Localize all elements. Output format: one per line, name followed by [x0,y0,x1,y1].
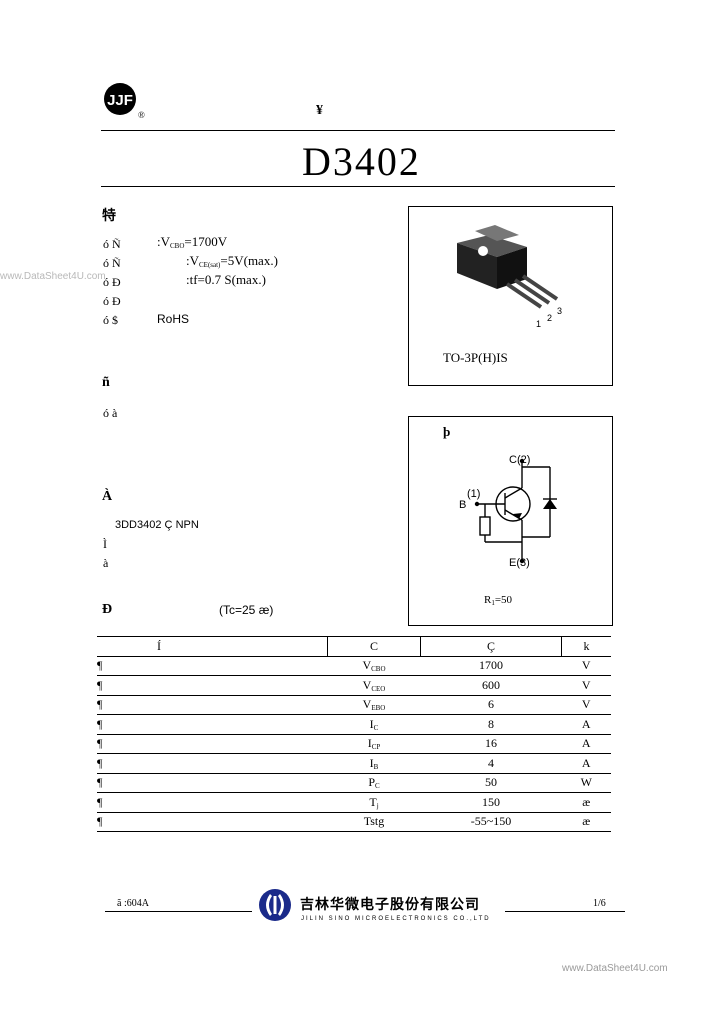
ratings-heading: Ð [102,602,113,617]
unit-cell: A [561,714,611,735]
symbol-cell: PC [327,772,421,793]
value-cell: 8 [420,714,562,735]
watermark-bottom: www.DataSheet4U.com [562,963,668,974]
footer-rule-left [105,911,252,912]
description-heading: À [102,489,113,504]
column-header: Í [97,636,328,657]
footer-rule-right [505,911,625,912]
pin-label-3: 3 [557,306,563,316]
pin-label-2: 2 [547,313,553,323]
param-cell: ¶ [97,655,328,676]
value-cell: 4 [420,753,562,774]
unit-cell: æ [561,811,611,832]
feature-value: RoHS [157,312,190,326]
feature-item: ó $ [103,313,118,327]
symbol-cell: IC [327,714,421,735]
feature-value: :tf=0.7 S(max.) [186,272,266,287]
column-header: k [561,636,611,657]
pin-label-1: 1 [536,319,542,329]
param-cell: ¶ [97,694,328,715]
title-rule [101,186,615,187]
company-name-en: JILIN SINO MICROELECTRONICS CO.,LTD [301,916,491,922]
unit-cell: V [561,675,611,696]
description-line: à [103,556,109,570]
value-cell: 6 [420,694,562,715]
value-cell: 150 [420,792,562,813]
schematic-note: R1=50 [484,594,513,607]
unit-cell: V [561,655,611,676]
symbol-cell: Tstg [327,811,421,832]
table-row: ¶ IB 4 A [97,753,611,774]
ratings-table: Í C Ç k ¶ VCBO 1700 V ¶ VCEO 600 V ¶ VEB… [97,636,611,832]
table-row: ¶ Tj 150 æ [97,792,611,813]
param-cell: ¶ [97,753,328,774]
company-logo-footer [258,888,292,922]
feature-item: ó Ñ [103,237,121,251]
applications-heading: ñ [102,375,110,390]
table-row: ¶ VCEO 600 V [97,675,611,696]
base-label: B [459,499,467,511]
schematic-heading: þ [443,424,451,439]
unit-cell: A [561,753,611,774]
symbol-cell: VCEO [327,675,421,696]
package-image [457,225,559,309]
value-cell: -55~150 [420,811,562,832]
param-cell: ¶ [97,792,328,813]
company-logo: JJF [103,82,141,118]
symbol-cell: VCBO [327,655,421,676]
application-item: ó à [103,406,118,420]
base-pin-label: (1) [467,488,481,500]
table-row: ¶ Tstg -55~150 æ [97,811,611,832]
symbol-cell: VEBO [327,694,421,715]
feature-value: :VCBO=1700V [157,234,228,251]
table-row: ¶ IC 8 A [97,714,611,735]
page-number: 1/6 [593,898,606,909]
watermark-left: www.DataSheet4U.com [0,271,106,282]
value-cell: 600 [420,675,562,696]
table-row: ¶ ICP 16 A [97,733,611,754]
description-line: 3DD3402 Ç NPN [115,519,199,531]
value-cell: 50 [420,772,562,793]
part-number: D3402 [302,139,421,184]
param-cell: ¶ [97,811,328,832]
ratings-condition: (Tc=25 æ) [219,603,274,617]
feature-item: ó Ð [103,275,121,289]
collector-label: C(2) [509,454,531,466]
unit-cell: V [561,694,611,715]
table-row: ¶ VCBO 1700 V [97,655,611,676]
schematic-box: þ C(2) (1) B E(3) R1=50 [408,416,613,626]
registered-mark: ® [138,110,145,120]
column-header: C [327,636,421,657]
document-number: ã :604A [117,898,149,909]
package-name: TO-3P(H)IS [443,350,508,365]
feature-item: ó Ñ [103,256,121,270]
description-line: Ì [103,537,107,551]
unit-cell: W [561,772,611,793]
param-cell: ¶ [97,733,328,754]
company-name-cn: 吉林华微电子股份有限公司 [300,896,480,912]
param-cell: ¶ [97,675,328,696]
unit-cell: A [561,733,611,754]
feature-item: ó Ð [103,294,121,308]
table-row: ¶ VEBO 6 V [97,694,611,715]
symbol-cell: ICP [327,733,421,754]
header-rule [101,130,615,131]
transistor-schematic [474,458,557,564]
features-heading: 特 [102,209,116,224]
emitter-label: E(3) [509,557,530,569]
param-cell: ¶ [97,714,328,735]
param-cell: ¶ [97,772,328,793]
value-cell: 1700 [420,655,562,676]
symbol-cell: Tj [327,792,421,813]
svg-text:JJF: JJF [107,92,133,109]
header-title-glyph: ¥ [316,103,323,118]
feature-value: :VCE(sat)=5V(max.) [186,253,278,270]
column-header: Ç [420,636,562,657]
table-header-row: Í C Ç k [97,636,611,657]
value-cell: 16 [420,733,562,754]
table-row: ¶ PC 50 W [97,772,611,793]
symbol-cell: IB [327,753,421,774]
package-box: 1 2 3 TO-3P(H)IS [408,206,613,386]
unit-cell: æ [561,792,611,813]
